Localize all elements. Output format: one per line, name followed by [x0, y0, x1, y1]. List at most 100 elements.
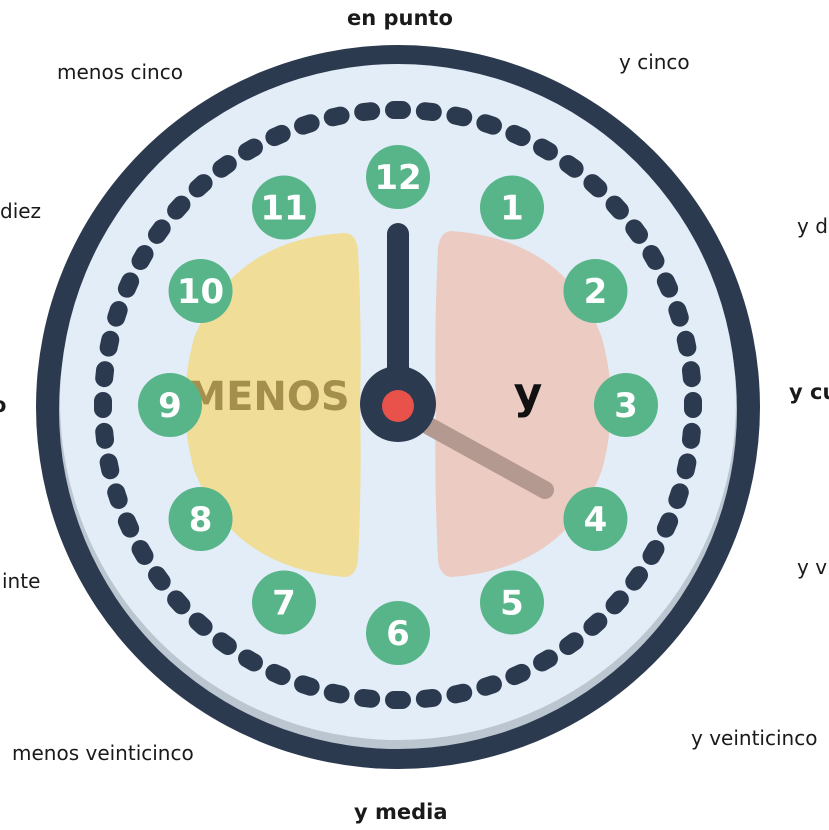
minute-tick [533, 138, 558, 161]
hour-number-11: 11 [252, 175, 316, 240]
y-half-label: y [514, 368, 543, 419]
minute-tick [95, 422, 115, 449]
minute-tick [446, 106, 473, 127]
hour-number-text: 12 [374, 158, 421, 198]
minute-tick [476, 114, 502, 135]
hour-number-badge [480, 175, 544, 240]
hour-number-text: 8 [189, 500, 213, 540]
hour-number-badge [252, 175, 316, 240]
menos-half [185, 233, 361, 577]
minute-tick [505, 124, 531, 147]
minute-tick [446, 683, 473, 704]
minute-tick [117, 272, 140, 298]
minute-tick [625, 566, 649, 591]
label-y-veinticinco: y veinticinco [691, 726, 818, 750]
label-menos-veinte: inte [2, 569, 41, 593]
minute-tick [668, 301, 689, 327]
minute-tick [533, 649, 558, 672]
hour-number-text: 10 [177, 272, 224, 312]
minute-tick [238, 138, 263, 161]
minute-tick [212, 154, 237, 178]
minute-tick [605, 590, 629, 615]
hour-number-badge [563, 487, 628, 551]
hour-number-text: 9 [158, 386, 182, 426]
minute-tick [559, 154, 584, 178]
minute-tick [642, 540, 665, 565]
hour-number-text: 1 [500, 189, 524, 229]
hour-number-badge [138, 373, 202, 437]
minute-tick [294, 675, 320, 696]
hour-number-6: 6 [366, 601, 430, 665]
hour-number-9: 9 [138, 373, 202, 437]
minute-tick [147, 566, 171, 591]
hour-number-10: 10 [168, 259, 233, 323]
menos-half-label: MENOS [186, 374, 349, 420]
minute-tick [107, 483, 128, 509]
minute-tick [167, 590, 191, 615]
label-menos-cuarto: o [0, 393, 6, 417]
hour-number-8: 8 [168, 487, 233, 551]
minute-tick [642, 245, 665, 270]
hour-number-7: 7 [252, 570, 316, 635]
hour-number-text: 5 [500, 583, 524, 623]
hour-number-text: 4 [584, 500, 608, 540]
minute-tick [676, 453, 697, 480]
minute-tick [656, 512, 679, 538]
minute-tick [188, 174, 213, 198]
minute-tick [385, 101, 411, 119]
minute-tick [505, 663, 531, 686]
hour-number-4: 4 [563, 487, 628, 551]
minute-tick [681, 361, 701, 388]
hour-number-badge [366, 145, 430, 209]
y-half [435, 231, 611, 577]
minute-tick [625, 219, 649, 244]
label-menos-veinticinco: menos veinticinco [12, 741, 194, 765]
hour-number-badge [480, 570, 544, 635]
label-y-media: y media [354, 800, 448, 824]
minute-tick [676, 330, 697, 357]
minute-tick [99, 330, 120, 357]
minute-tick [583, 174, 608, 198]
label-y-diez: y d [797, 214, 828, 238]
minute-tick [238, 649, 263, 672]
hour-number-text: 7 [272, 583, 296, 623]
minute-tick [294, 114, 320, 135]
minute-tick [99, 453, 120, 480]
minute-tick [668, 483, 689, 509]
minute-tick [323, 683, 350, 704]
minute-tick [147, 219, 171, 244]
minute-tick [476, 675, 502, 696]
minute-tick [354, 688, 381, 708]
minute-tick [188, 612, 213, 636]
hour-number-text: 6 [386, 614, 410, 654]
minute-ticks [94, 101, 702, 709]
minute-tick [415, 688, 442, 708]
minute-tick [131, 245, 154, 270]
minute-tick [167, 195, 191, 220]
hour-number-3: 3 [594, 373, 658, 437]
minute-tick [212, 632, 237, 656]
minute-tick [681, 422, 701, 449]
minute-tick [385, 691, 411, 709]
hour-number-12: 12 [366, 145, 430, 209]
hour-number-badge [252, 570, 316, 635]
minute-tick [354, 102, 381, 122]
center-pin-icon [382, 390, 414, 422]
hour-number-badge [366, 601, 430, 665]
minute-tick [559, 632, 584, 656]
label-y-cuarto: y cu [789, 380, 829, 404]
label-menos-diez: diez [0, 199, 42, 223]
hour-number-badge [168, 259, 233, 323]
minute-tick [131, 540, 154, 565]
label-en-punto: en punto [347, 6, 453, 30]
hour-number-text: 2 [584, 272, 608, 312]
hour-number-badge [168, 487, 233, 551]
label-y-veinte: y v [797, 555, 828, 579]
hour-number-5: 5 [480, 570, 544, 635]
hour-number-2: 2 [563, 259, 628, 323]
minute-tick [95, 361, 115, 388]
minute-tick [415, 102, 442, 122]
